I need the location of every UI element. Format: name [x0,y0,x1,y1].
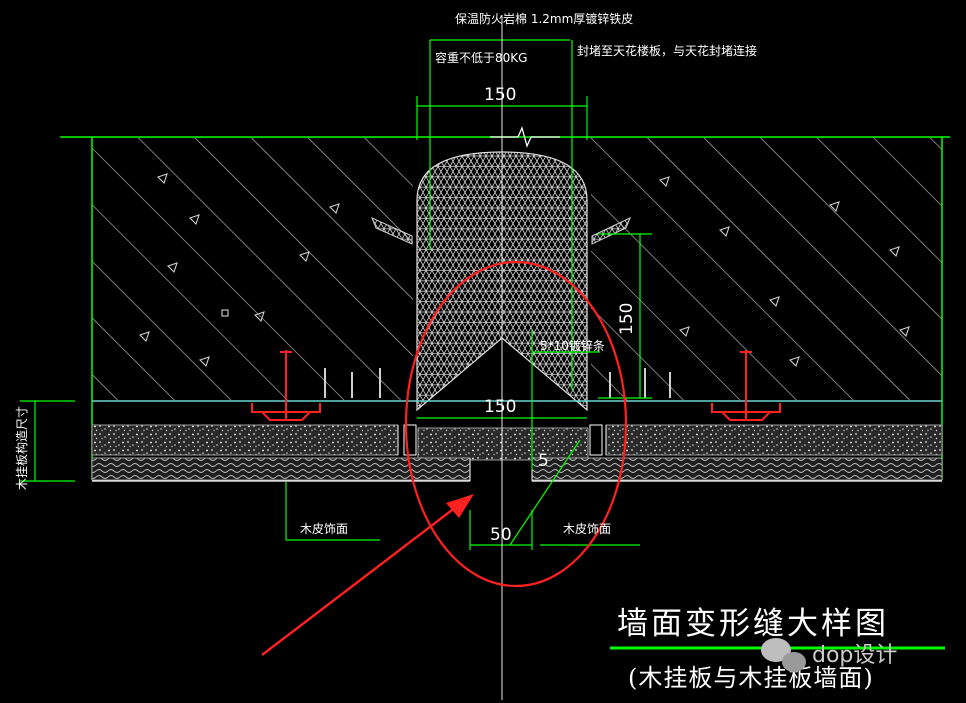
watermark: dop设计 [761,638,897,672]
wood-finish-left-label: 木皮饰面 [300,522,348,536]
dim-vertical-height: 150 [617,303,637,335]
highlight-ellipse [404,260,628,588]
dimension-values: 150 150 150 5 50 [484,85,637,545]
bulk-density-label: 容重不低于80KG [435,50,527,65]
top-material-label: 保温防火岩棉 1.2mm厚镀锌铁皮 [455,11,633,26]
dim-top-width: 150 [484,85,516,105]
dim-gap-width: 50 [490,525,512,545]
fixing-brackets [251,350,781,421]
annotations: 保温防火岩棉 1.2mm厚镀锌铁皮 容重不低于80KG 封堵至天花楼板，与天花封… [14,11,757,536]
dim-small: 5 [538,451,549,471]
pointer-arrow [261,494,474,656]
watermark-text: dop设计 [812,643,897,668]
panel-layers [91,424,943,482]
dim-mid-width: 150 [484,397,516,417]
chat-bubble-icon [761,638,806,672]
drawing-subtitle: (木挂板与木挂板墙面) [628,664,874,692]
bar-note-label: 5*10镀锌条 [540,339,605,353]
wood-finish-right-label: 木皮饰面 [563,522,611,536]
vertical-note-label: 木挂板构造尺寸 [14,406,29,490]
drawing-title: 墙面变形缝大样图 [617,606,889,642]
seal-note-label: 封堵至天花楼板，与天花封堵连接 [577,43,757,58]
